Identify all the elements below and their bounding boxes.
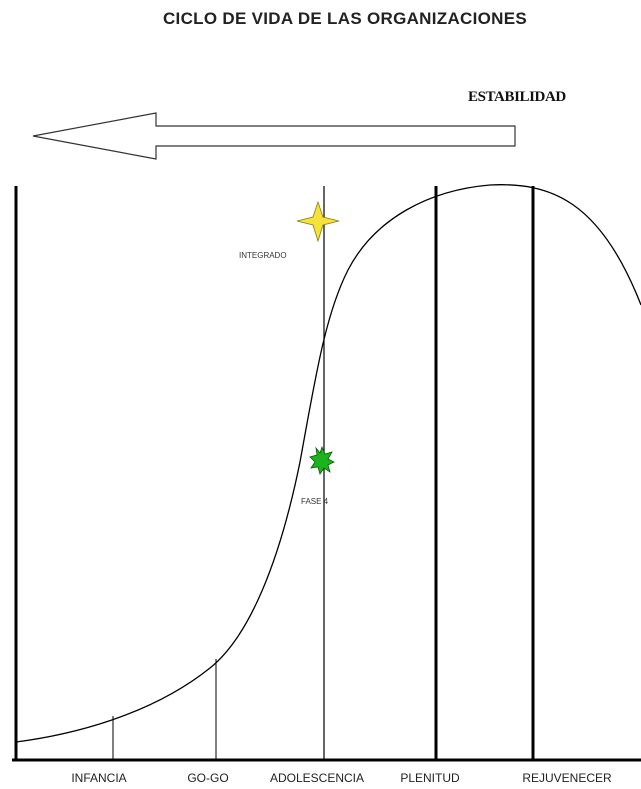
stability-label: ESTABILIDAD [468, 89, 566, 105]
stage-label-adolescencia: ADOLESCENCIA [270, 771, 364, 785]
stability-arrow [32, 112, 516, 160]
integrado-label: INTEGRADO [239, 251, 287, 260]
stage-label-go-go: GO-GO [187, 771, 228, 785]
fase4-label: FASE 4 [301, 497, 329, 506]
stage-label-rejuvenecer: REJUVENECER [522, 771, 612, 785]
life-cycle-curve [15, 184, 641, 743]
integrado-star-icon [296, 200, 340, 243]
stage-label-infancia: INFANCIA [71, 771, 126, 785]
diagram-title: CICLO DE VIDA DE LAS ORGANIZACIONES [163, 9, 527, 28]
fase4-star-icon [309, 445, 335, 475]
stage-label-plenitud: PLENITUD [400, 771, 460, 785]
